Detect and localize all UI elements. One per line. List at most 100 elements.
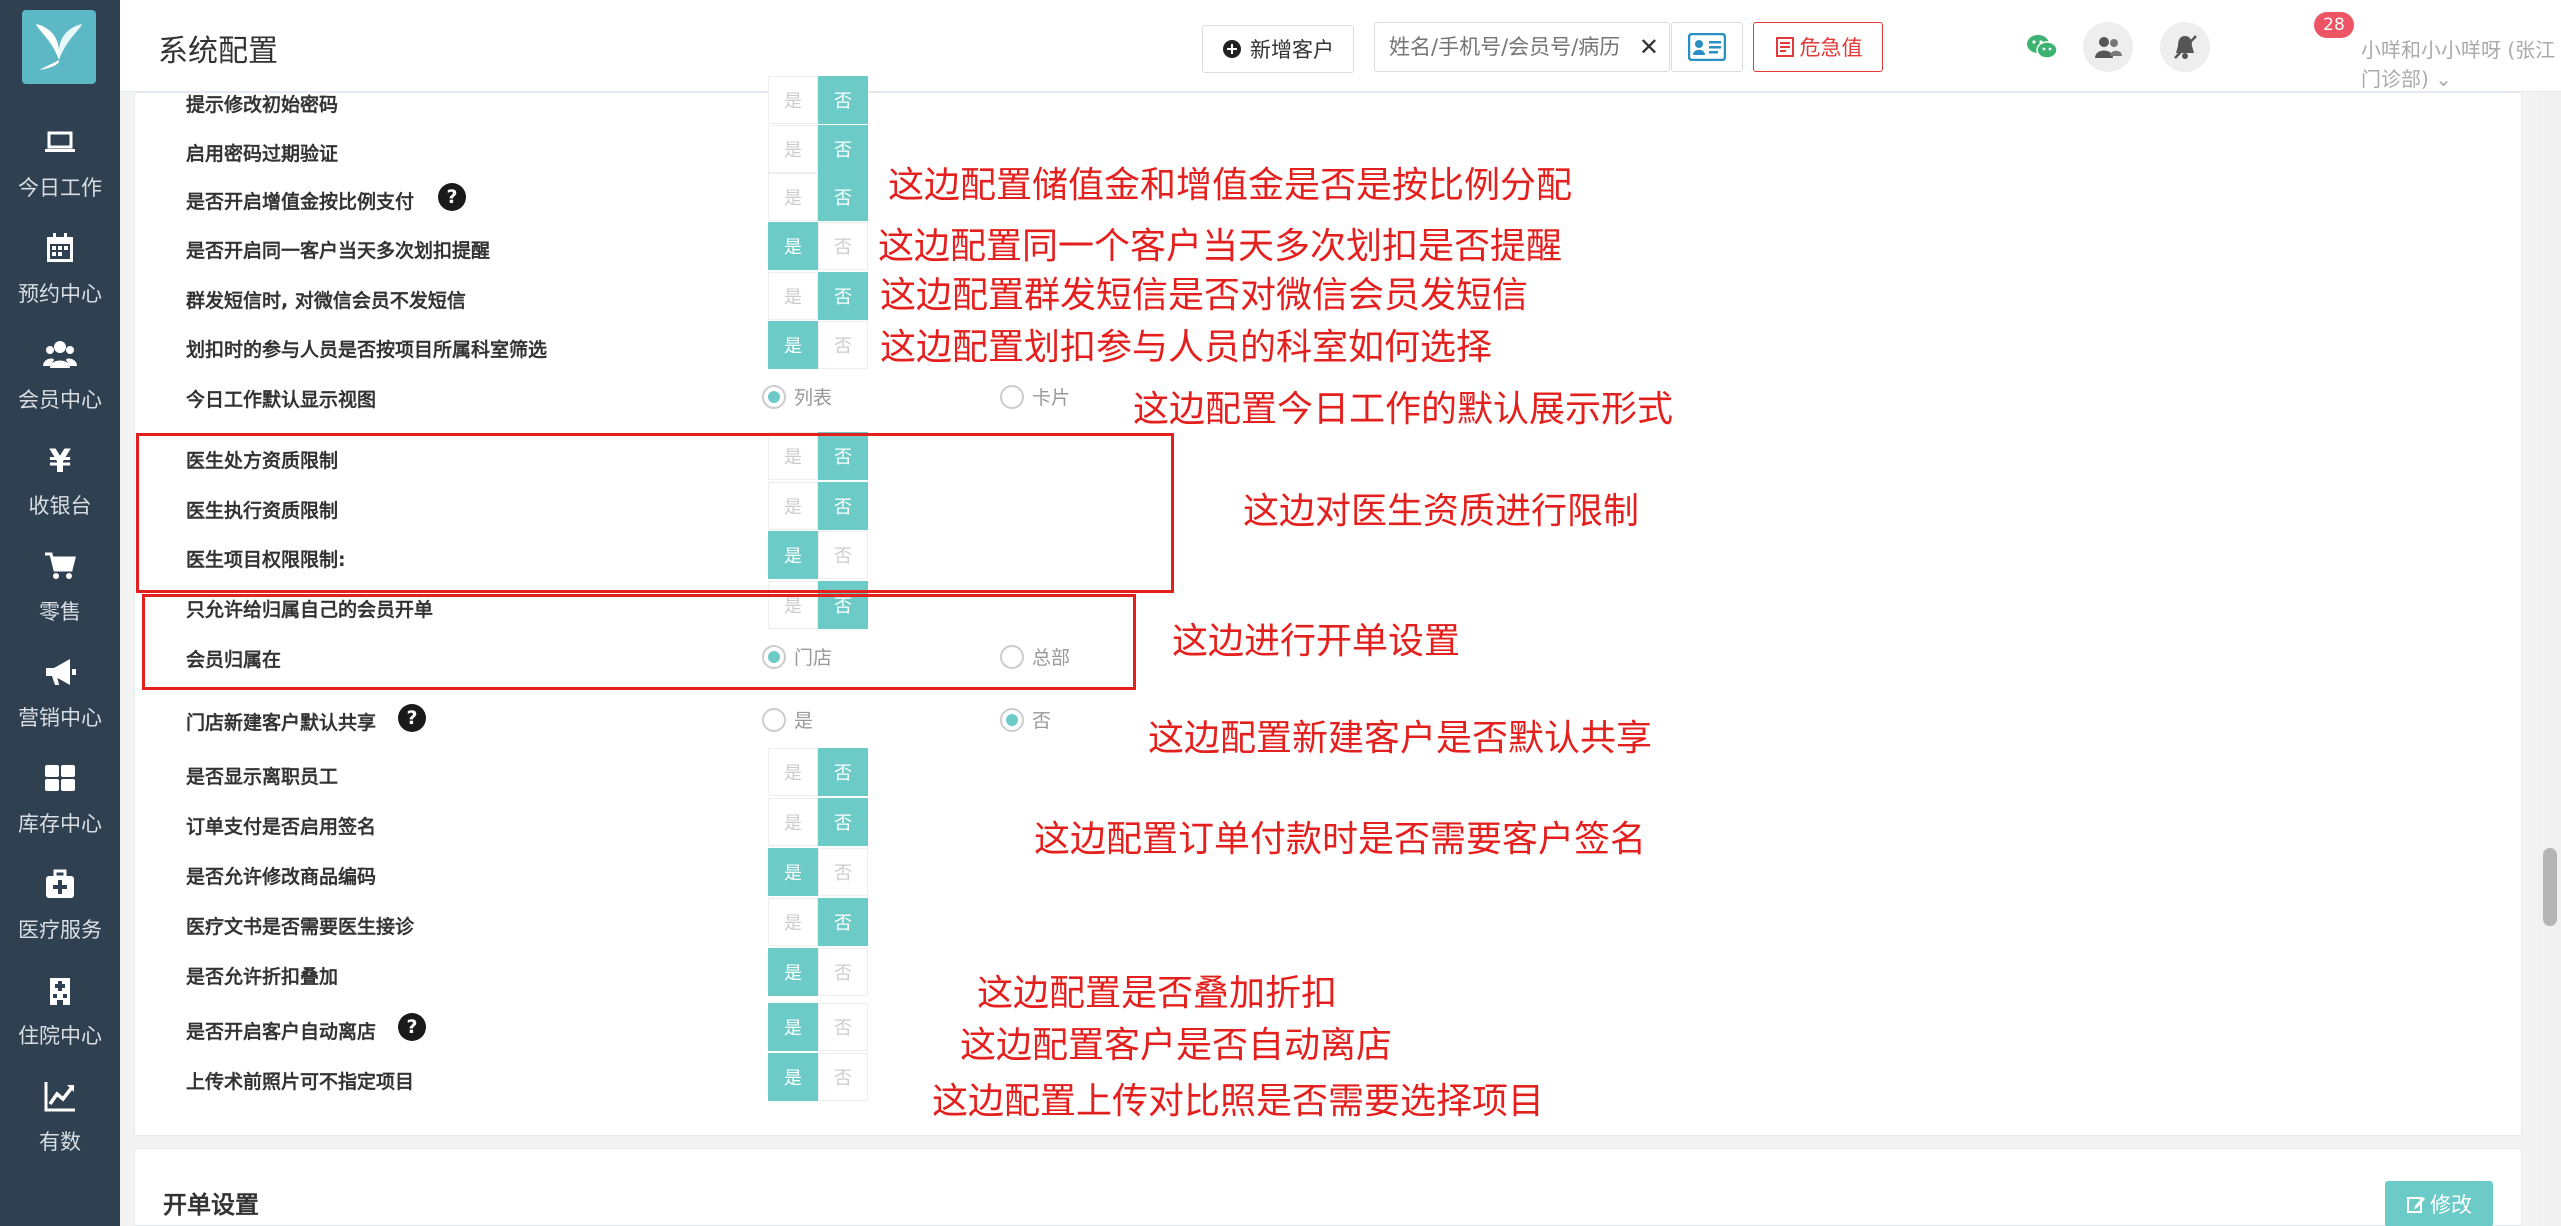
sidebar-item-appointments[interactable]: 预约中心 — [0, 210, 120, 316]
notifications-button[interactable] — [2160, 22, 2210, 72]
help-icon[interactable]: ? — [398, 704, 426, 732]
toggle-no[interactable]: 否 — [818, 898, 868, 946]
sidebar-item-inpatient[interactable]: 住院中心 — [0, 952, 120, 1058]
toggle-no[interactable]: 否 — [818, 432, 868, 480]
sidebar-item-marketing[interactable]: 营销中心 — [0, 634, 120, 740]
sidebar-item-cashier[interactable]: ¥ 收银台 — [0, 422, 120, 528]
customer-search-input[interactable] — [1389, 35, 1619, 59]
yes-no-toggle[interactable]: 是否 — [768, 76, 868, 124]
sidebar-item-members[interactable]: 会员中心 — [0, 316, 120, 422]
sidebar-item-inventory[interactable]: 库存中心 — [0, 740, 120, 846]
help-icon[interactable]: ? — [438, 183, 466, 211]
toggle-yes[interactable]: 是 — [768, 222, 818, 270]
toggle-no[interactable]: 否 — [818, 272, 868, 320]
toggle-no[interactable]: 否 — [818, 581, 868, 629]
toggle-no[interactable]: 否 — [818, 321, 868, 369]
toggle-yes[interactable]: 是 — [768, 125, 818, 173]
yes-no-toggle[interactable]: 是否 — [768, 581, 868, 629]
sidebar-item-analytics[interactable]: 有数 — [0, 1058, 120, 1164]
yes-no-toggle[interactable]: 是否 — [768, 1003, 868, 1051]
yes-no-toggle[interactable]: 是否 — [768, 222, 868, 270]
toggle-no[interactable]: 否 — [818, 222, 868, 270]
toggle-yes[interactable]: 是 — [768, 321, 818, 369]
yes-no-toggle[interactable]: 是否 — [768, 748, 868, 796]
yes-no-toggle[interactable]: 是否 — [768, 125, 868, 173]
critical-value-button[interactable]: 危急值 — [1753, 22, 1883, 72]
toggle-yes[interactable]: 是 — [768, 948, 818, 996]
toggle-yes[interactable]: 是 — [768, 748, 818, 796]
toggle-no[interactable]: 否 — [818, 748, 868, 796]
radio-dot[interactable] — [762, 384, 786, 409]
sidebar-item-medical[interactable]: 医疗服务 — [0, 846, 120, 952]
id-card-button[interactable] — [1671, 22, 1743, 72]
toggle-no[interactable]: 否 — [818, 848, 868, 896]
toggle-no[interactable]: 否 — [818, 531, 868, 579]
toggle-yes[interactable]: 是 — [768, 848, 818, 896]
add-customer-label: 新增客户 — [1250, 38, 1334, 62]
radio-option[interactable]: 列表 — [762, 383, 832, 410]
yes-no-toggle[interactable]: 是否 — [768, 272, 868, 320]
radio-option[interactable]: 门店 — [762, 643, 832, 670]
setting-label: 医生项目权限限制: — [186, 549, 346, 571]
radio-dot[interactable] — [1000, 384, 1024, 409]
sidebar-item-label: 零售 — [39, 600, 81, 624]
sidebar-item-retail[interactable]: 零售 — [0, 528, 120, 634]
toggle-no[interactable]: 否 — [818, 948, 868, 996]
sidebar-item-label: 营销中心 — [18, 706, 102, 730]
radio-dot[interactable] — [762, 644, 786, 669]
toggle-no[interactable]: 否 — [818, 76, 868, 124]
toggle-yes[interactable]: 是 — [768, 1003, 818, 1051]
setting-label: 是否允许修改商品编码 — [186, 866, 377, 888]
user-group-button[interactable] — [2083, 22, 2133, 72]
toggle-no[interactable]: 否 — [818, 798, 868, 846]
section-title: 开单设置 — [163, 1191, 259, 1219]
yes-no-toggle[interactable]: 是否 — [768, 948, 868, 996]
toggle-no[interactable]: 否 — [818, 173, 868, 221]
yes-no-toggle[interactable]: 是否 — [768, 482, 868, 530]
toggle-yes[interactable]: 是 — [768, 76, 818, 124]
scrollbar-thumb[interactable] — [2543, 848, 2557, 926]
toggle-yes[interactable]: 是 — [768, 581, 818, 629]
toggle-no[interactable]: 否 — [818, 1003, 868, 1051]
customer-search[interactable]: ✕ — [1374, 22, 1670, 72]
radio-option[interactable]: 卡片 — [1000, 383, 1070, 410]
toggle-yes[interactable]: 是 — [768, 482, 818, 530]
yes-no-toggle[interactable]: 是否 — [768, 798, 868, 846]
app-logo[interactable] — [22, 10, 96, 84]
toggle-no[interactable]: 否 — [818, 482, 868, 530]
toggle-yes[interactable]: 是 — [768, 1053, 818, 1101]
edit-label: 修改 — [2430, 1193, 2472, 1217]
radio-dot[interactable] — [762, 707, 786, 732]
toggle-yes[interactable]: 是 — [768, 272, 818, 320]
radio-option[interactable]: 总部 — [1000, 643, 1070, 670]
yes-no-toggle[interactable]: 是否 — [768, 898, 868, 946]
toggle-yes[interactable]: 是 — [768, 798, 818, 846]
toggle-yes[interactable]: 是 — [768, 898, 818, 946]
page-scrollbar[interactable] — [2539, 92, 2561, 1226]
medkit-icon — [0, 866, 120, 912]
yes-no-toggle[interactable]: 是否 — [768, 531, 868, 579]
wechat-button[interactable] — [2017, 22, 2067, 72]
edit-button[interactable]: 修改 — [2385, 1181, 2493, 1226]
clear-search-icon[interactable]: ✕ — [1638, 33, 1659, 61]
toggle-no[interactable]: 否 — [818, 125, 868, 173]
radio-option[interactable]: 是 — [762, 706, 813, 733]
add-customer-button[interactable]: 新增客户 — [1202, 25, 1354, 73]
toggle-no[interactable]: 否 — [818, 1053, 868, 1101]
radio-option[interactable]: 否 — [1000, 706, 1051, 733]
radio-dot[interactable] — [1000, 707, 1024, 732]
help-icon[interactable]: ? — [398, 1013, 426, 1041]
radio-label: 列表 — [794, 387, 833, 409]
toggle-yes[interactable]: 是 — [768, 531, 818, 579]
yes-no-toggle[interactable]: 是否 — [768, 848, 868, 896]
yes-no-toggle[interactable]: 是否 — [768, 432, 868, 480]
yes-no-toggle[interactable]: 是否 — [768, 173, 868, 221]
radio-dot[interactable] — [1000, 644, 1024, 669]
user-menu[interactable]: 小咩和小小咩呀 (张江门诊部) ⌄ — [2361, 38, 2556, 91]
sidebar-item-today-work[interactable]: 今日工作 — [0, 104, 120, 210]
toggle-yes[interactable]: 是 — [768, 432, 818, 480]
yes-no-toggle[interactable]: 是否 — [768, 321, 868, 369]
yes-no-toggle[interactable]: 是否 — [768, 1053, 868, 1101]
annotation-text: 这边配置同一个客户当天多次划扣是否提醒 — [878, 226, 1563, 267]
toggle-yes[interactable]: 是 — [768, 173, 818, 221]
